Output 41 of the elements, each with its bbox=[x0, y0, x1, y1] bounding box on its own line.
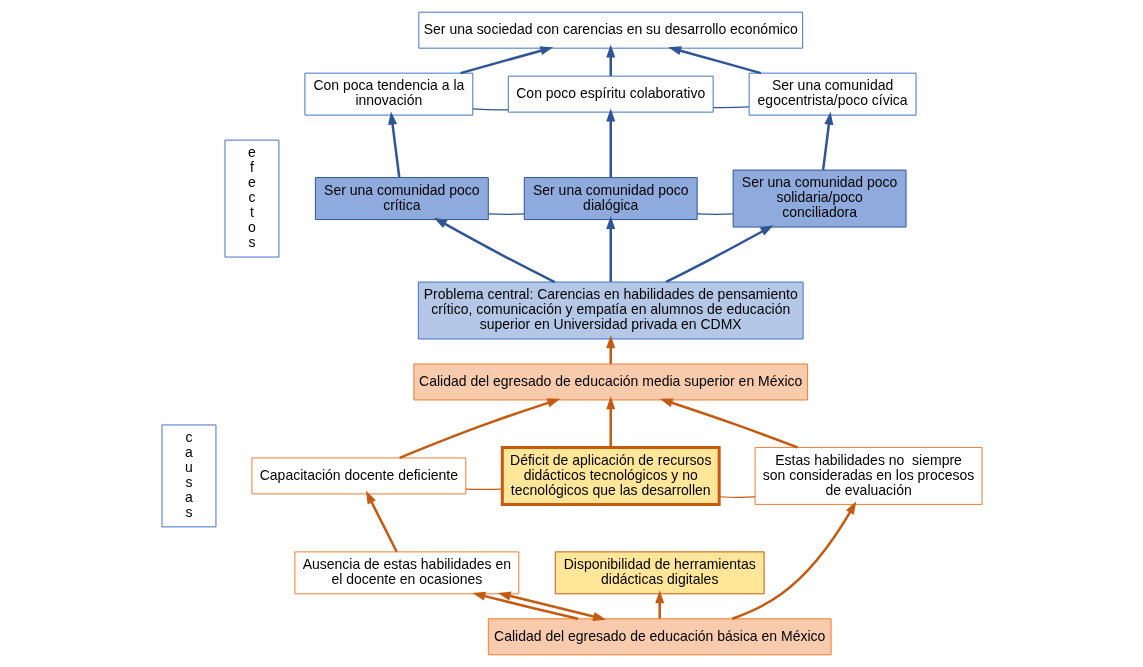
connector bbox=[718, 496, 756, 498]
connector bbox=[465, 488, 503, 490]
node-box: Ser una comunidad poco crítica bbox=[314, 177, 489, 221]
arrow bbox=[497, 591, 606, 621]
connector bbox=[696, 213, 734, 215]
arrow bbox=[654, 590, 664, 619]
arrow bbox=[398, 398, 560, 459]
node-box: Ser una sociedad con carencias en su desarrollo económico bbox=[417, 11, 803, 49]
arrow bbox=[605, 44, 615, 76]
node-box: Disponibilidad de herramientas didácticas digitales bbox=[554, 551, 765, 595]
arrow bbox=[821, 111, 833, 170]
arrow bbox=[665, 225, 773, 284]
arrow bbox=[433, 217, 555, 284]
node-box: Calidad del egresado de educación media superior en México bbox=[412, 363, 808, 401]
arrow bbox=[667, 46, 761, 75]
arrow bbox=[605, 396, 615, 448]
connector bbox=[471, 108, 509, 111]
node-box: Problema central: Carencias en habilidades de pensamiento crítico, comunicación y empatía en alumnos de educación superior en Universidad privada en CDMX bbox=[417, 281, 804, 340]
node-box: c a u s a s bbox=[161, 424, 216, 528]
node-box: Ser una comunidad poco dialógica bbox=[523, 177, 698, 221]
arrow bbox=[605, 108, 615, 178]
arrow bbox=[471, 591, 578, 621]
arrow bbox=[387, 111, 401, 178]
connector bbox=[712, 106, 749, 109]
arrow bbox=[459, 46, 553, 75]
node-box: Ser una comunidad poco solidaria/poco conciliadora bbox=[732, 169, 907, 228]
node-box: e f e c t o s bbox=[223, 139, 279, 258]
node-box: Calidad del egresado de educación básica en México bbox=[487, 618, 832, 656]
arrow bbox=[659, 398, 798, 449]
arrow bbox=[731, 501, 856, 620]
arrow bbox=[605, 335, 615, 364]
arrow bbox=[605, 215, 615, 282]
arrow bbox=[365, 490, 398, 553]
node-box: Con poco espíritu colaborativo bbox=[507, 75, 714, 113]
node-box: Déficit de aplicación de recursos didácticos tecnológicos y no tecnológicos que las desarrollen bbox=[500, 445, 721, 506]
node-box: Estas habilidades no siempre son consideradas en los procesos de evaluación bbox=[754, 446, 982, 505]
node-box: Ser una comunidad egocentrista/poco cívica bbox=[748, 72, 917, 116]
node-box: Con poca tendencia a la innovación bbox=[303, 72, 473, 116]
node-box: Capacitación docente deficiente bbox=[250, 457, 466, 495]
connector bbox=[487, 213, 525, 215]
node-box: Ausencia de estas habilidades en el docente en ocasiones bbox=[293, 551, 519, 595]
